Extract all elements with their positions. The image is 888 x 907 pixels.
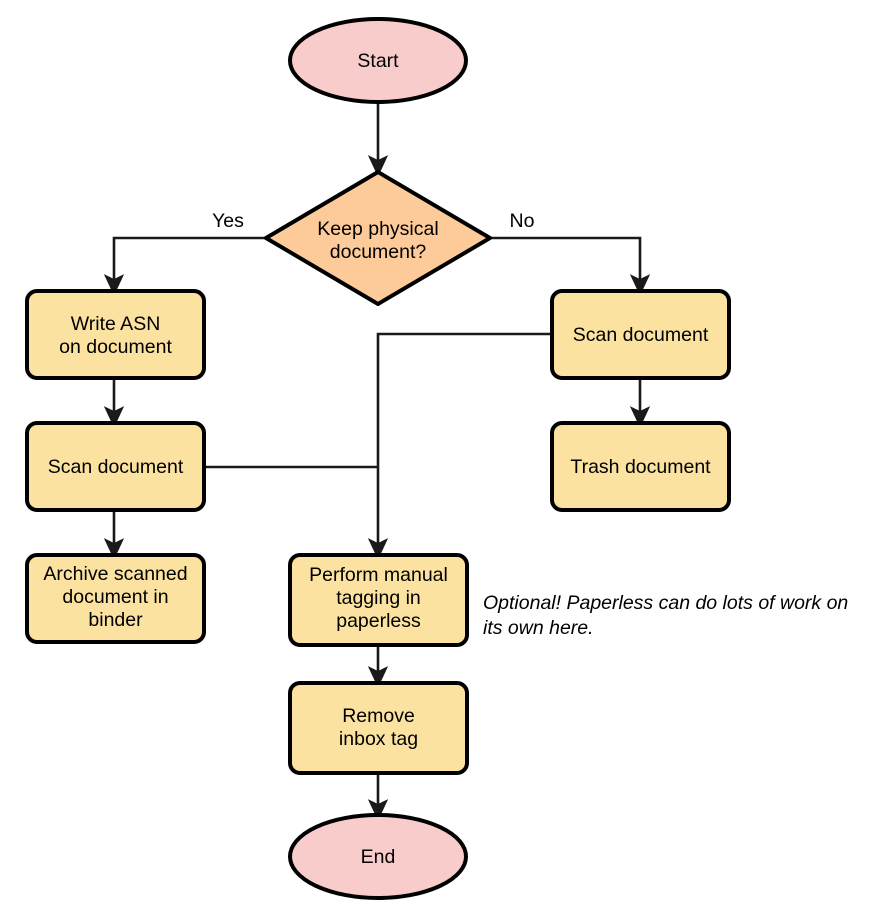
edge-decision-no-to-scan-right (490, 236, 651, 296)
node-start[interactable]: Start (288, 17, 468, 104)
write-asn-label-line2: on document (59, 336, 172, 358)
edge-scan-right-to-tagging (367, 332, 552, 560)
trash-label: Trash document (570, 456, 711, 478)
annotation-line1: Optional! Paperless can do lots of work … (483, 592, 848, 614)
tagging-label-line1: Perform manual (309, 564, 448, 586)
node-decision-keep-physical-document[interactable]: Keep physical document? (264, 170, 492, 306)
archive-box-shape (25, 553, 206, 644)
node-scan-document-left[interactable]: Scan document (25, 421, 206, 512)
edge-label-yes: Yes (212, 210, 244, 232)
decision-label-line2: document? (330, 241, 427, 263)
scan-left-label: Scan document (48, 456, 184, 478)
end-label: End (361, 846, 396, 868)
edge-label-no: No (510, 210, 535, 232)
node-remove-inbox-tag[interactable]: Remove inbox tag (288, 681, 469, 775)
scan-left-box-shape (25, 421, 206, 512)
archive-label-line3: binder (88, 609, 143, 631)
tagging-label-line3: paperless (336, 610, 421, 632)
annotation-optional-note: Optional! Paperless can do lots of work … (483, 592, 848, 639)
annotation-line2: its own here. (483, 617, 594, 639)
node-archive-scanned-document[interactable]: Archive scanned document in binder (25, 553, 206, 644)
node-trash-document[interactable]: Trash document (550, 421, 731, 512)
node-end[interactable]: End (288, 813, 468, 900)
remove-inbox-box-shape (288, 681, 469, 775)
archive-label-line1: Archive scanned (43, 563, 187, 585)
trash-box-shape (550, 421, 731, 512)
node-perform-manual-tagging[interactable]: Perform manual tagging in paperless (288, 553, 469, 647)
node-write-asn[interactable]: Write ASN on document (25, 289, 206, 380)
end-ellipse-shape (288, 813, 468, 900)
scan-right-box-shape (550, 289, 731, 380)
edge-decision-yes-to-write-asn (103, 236, 265, 296)
remove-inbox-label-line2: inbox tag (339, 728, 418, 750)
decision-diamond-shape (264, 170, 492, 306)
tagging-box-shape (288, 553, 469, 647)
node-scan-document-right[interactable]: Scan document (550, 289, 731, 380)
tagging-label-line2: tagging in (336, 587, 421, 609)
write-asn-box-shape (25, 289, 206, 380)
decision-label-line1: Keep physical (317, 218, 438, 240)
write-asn-label-line1: Write ASN (71, 313, 161, 335)
start-ellipse-shape (288, 17, 468, 104)
remove-inbox-label-line1: Remove (342, 705, 415, 727)
scan-right-label: Scan document (573, 324, 709, 346)
archive-label-line2: document in (62, 586, 168, 608)
start-label: Start (357, 50, 399, 72)
